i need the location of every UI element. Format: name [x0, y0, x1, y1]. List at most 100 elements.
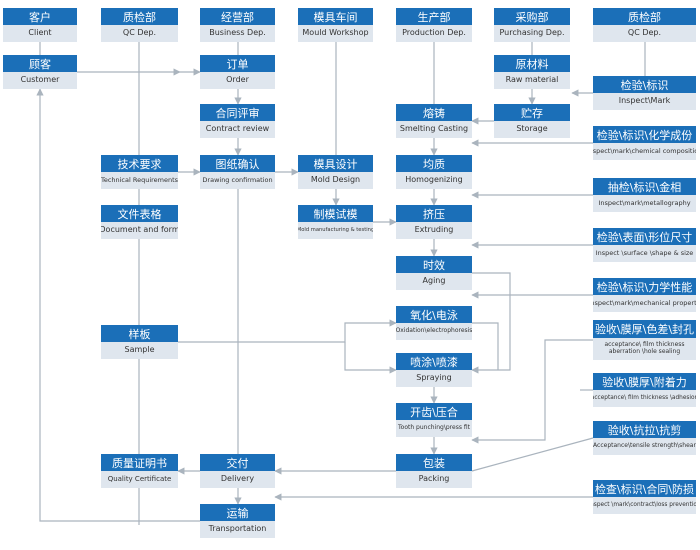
node-label-en: Spraying	[396, 370, 472, 387]
node-order: 订单 Order	[200, 55, 275, 89]
node-label-zh: 制模试模	[298, 205, 373, 222]
node-label-zh: 图纸确认	[200, 155, 275, 172]
node-document-form: 文件表格 Document and form	[101, 205, 178, 239]
node-label-zh: 挤压	[396, 205, 472, 222]
node-accept-adhesion: 验收\膜厚\附着力 acceptance\ film thickness \ad…	[593, 373, 696, 407]
node-label-zh: 合同评审	[200, 104, 275, 121]
node-label-en: Inspect\mark\metallography	[593, 195, 696, 212]
node-label-zh: 文件表格	[101, 205, 178, 222]
node-label-en-line2: aberration \hole sealing	[608, 348, 681, 355]
node-accept-film-sealing: 验收\膜厚\色差\封孔 acceptance\ film thickness a…	[593, 320, 696, 360]
oxidation-branch	[472, 322, 499, 370]
aging-to-spraying	[471, 272, 511, 374]
node-label-en: Homogenizing	[396, 172, 472, 189]
node-label-zh: 检查\标识\合同\防损	[593, 480, 696, 497]
node-label-en: Acceptance\tensile strength\shear	[593, 438, 696, 455]
node-quality-certificate: 质量证明书 Quality Certificate	[101, 454, 178, 488]
node-label-zh: 交付	[200, 454, 275, 471]
column-header-qc-right: 质检部 QC Dep.	[593, 8, 696, 42]
node-inspect-metallography: 抽检\标识\金相 Inspect\mark\metallography	[593, 178, 696, 212]
node-label-en: Inspect \surface \shape & size	[593, 245, 696, 262]
column-header-zh: 质检部	[593, 8, 696, 25]
node-label-en: Raw material	[494, 72, 570, 89]
column-header-mould: 模具车间 Mould Workshop	[298, 8, 373, 42]
node-inspect-chemical: 检验\标识\化学成份 Inspect\mark\chemical composi…	[593, 126, 696, 160]
node-accept-tensile: 验收\抗拉\抗剪 Acceptance\tensile strength\she…	[593, 421, 696, 455]
column-header-zh: 质检部	[101, 8, 178, 25]
transport-to-customer	[36, 88, 200, 522]
node-label-en: Storage	[494, 121, 570, 138]
node-sample: 样板 Sample	[101, 325, 178, 359]
node-label-en: Order	[200, 72, 275, 89]
node-label-en: Aging	[396, 273, 472, 290]
node-drawing-confirmation: 图纸确认 Drawing confirmation	[200, 155, 275, 189]
node-inspect-surface: 检验\表面\形位尺寸 Inspect \surface \shape & siz…	[593, 228, 696, 262]
node-label-en: Document and form	[101, 222, 178, 239]
node-label-en: Contract review	[200, 121, 275, 138]
node-label-en: Sample	[101, 342, 178, 359]
node-label-zh: 包装	[396, 454, 472, 471]
node-aging: 时效 Aging	[396, 256, 472, 290]
node-inspect-mark: 检验\标识 Inspect\Mark	[593, 76, 696, 110]
column-header-en: Purchasing Dep.	[494, 25, 570, 42]
node-extruding: 挤压 Extruding	[396, 205, 472, 239]
node-delivery: 交付 Delivery	[200, 454, 275, 488]
node-label-en: acceptance\ film thickness \adhesion	[593, 390, 696, 407]
column-header-qc-left: 质检部 QC Dep.	[101, 8, 178, 42]
node-label-zh: 验收\膜厚\附着力	[593, 373, 696, 390]
node-packing: 包装 Packing	[396, 454, 472, 488]
node-label-zh: 原材料	[494, 55, 570, 72]
node-oxidation: 氧化\电泳 Oxidation\electrophoresis	[396, 306, 472, 340]
node-raw-material: 原材料 Raw material	[494, 55, 570, 89]
node-label-zh: 检验\标识\化学成份	[593, 126, 696, 143]
column-header-en: Business Dep.	[200, 25, 275, 42]
node-technical-requirements: 技术要求 Technical Requirements	[101, 155, 178, 189]
node-label-zh: 均质	[396, 155, 472, 172]
node-label-zh: 熔铸	[396, 104, 472, 121]
node-label-en: Technical Requirements	[101, 172, 178, 189]
node-label-en: Extruding	[396, 222, 472, 239]
node-label-en: acceptance\ film thickness aberration \h…	[593, 338, 696, 360]
column-header-production: 生产部 Production Dep.	[396, 8, 472, 42]
node-label-zh: 运输	[200, 504, 275, 521]
node-label-zh: 顾客	[3, 55, 77, 72]
node-homogenizing: 均质 Homogenizing	[396, 155, 472, 189]
node-customer: 顾客 Customer	[3, 55, 77, 89]
node-label-zh: 样板	[101, 325, 178, 342]
column-header-zh: 经营部	[200, 8, 275, 25]
node-label-en: Mold manufacturing & testing	[298, 222, 373, 239]
column-header-en: QC Dep.	[101, 25, 178, 42]
node-label-en: Mold Design	[298, 172, 373, 189]
node-label-en: Quality Certificate	[101, 471, 178, 488]
column-header-zh: 生产部	[396, 8, 472, 25]
node-label-en: Transportation	[200, 521, 275, 538]
column-header-zh: 模具车间	[298, 8, 373, 25]
sample-to-spraying	[344, 342, 397, 374]
node-label-zh: 氧化\电泳	[396, 306, 472, 323]
node-label-zh: 验收\膜厚\色差\封孔	[593, 320, 696, 338]
node-label-zh: 开齿\压合	[396, 403, 472, 420]
node-label-en: Tooth punching\press fit	[396, 420, 472, 437]
node-label-zh: 贮存	[494, 104, 570, 121]
node-label-en: Inspect\Mark	[593, 93, 696, 110]
node-spraying: 喷涂\喷漆 Spraying	[396, 353, 472, 387]
node-label-zh: 检验\标识	[593, 76, 696, 93]
node-inspect-contract: 检查\标识\合同\防损 Inspect \mark\contract\loss …	[593, 480, 696, 514]
node-label-en: Delivery	[200, 471, 275, 488]
column-header-business: 经营部 Business Dep.	[200, 8, 275, 42]
node-label-zh: 检验\标识\力学性能	[593, 278, 696, 295]
column-header-zh: 采购部	[494, 8, 570, 25]
node-label-zh: 喷涂\喷漆	[396, 353, 472, 370]
column-header-en: QC Dep.	[593, 25, 696, 42]
node-label-en-line1: acceptance\ film thickness	[604, 341, 685, 349]
node-label-zh: 订单	[200, 55, 275, 72]
column-header-zh: 客户	[3, 8, 77, 25]
column-header-en: Client	[3, 25, 77, 42]
node-label-zh: 质量证明书	[101, 454, 178, 471]
node-label-zh: 检验\表面\形位尺寸	[593, 228, 696, 245]
node-label-en: Customer	[3, 72, 77, 89]
node-label-en: Packing	[396, 471, 472, 488]
node-tooth-punching: 开齿\压合 Tooth punching\press fit	[396, 403, 472, 437]
column-header-en: Mould Workshop	[298, 25, 373, 42]
